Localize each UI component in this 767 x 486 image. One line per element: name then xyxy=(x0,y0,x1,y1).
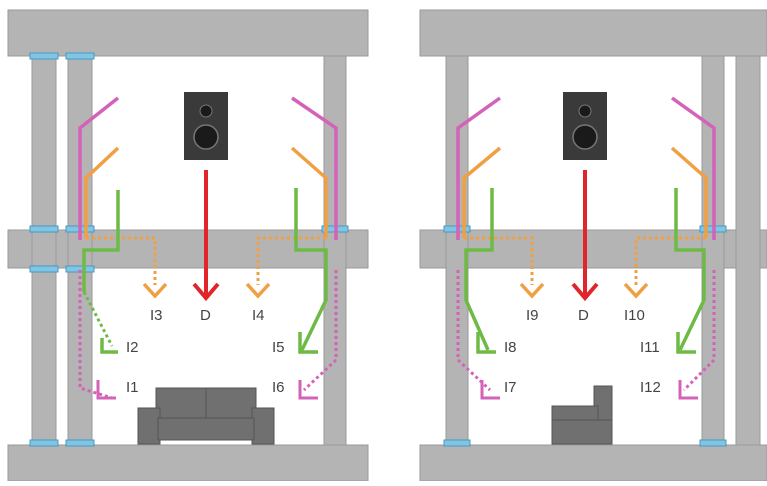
right-top-slab xyxy=(419,9,767,57)
flank-orange-right-lower xyxy=(256,236,326,285)
label-I11: I11 xyxy=(640,339,660,356)
flank-green-left-head xyxy=(476,332,496,354)
label-I6: I6 xyxy=(272,379,285,396)
left-bottom-slab xyxy=(7,444,369,482)
flank-green-right-path xyxy=(294,188,328,351)
label-I2: I2 xyxy=(126,339,139,356)
label-I12: I12 xyxy=(640,379,661,396)
armchair-icon xyxy=(551,385,613,445)
flank-pink-left-head xyxy=(96,380,116,400)
left-top-slab xyxy=(7,9,369,57)
label-I10: I10 xyxy=(624,307,645,324)
flank-pink-left-upper xyxy=(78,96,120,240)
joint xyxy=(65,439,95,447)
flank-pink-right-upper xyxy=(291,96,338,240)
label-I9: I9 xyxy=(526,307,539,324)
joint xyxy=(443,439,471,447)
flank-green-left-path xyxy=(464,188,494,351)
flank-green-right-path xyxy=(674,188,706,351)
right-outer-wall xyxy=(735,55,761,446)
loudspeaker-icon xyxy=(184,92,228,160)
flank-orange-right-head xyxy=(245,282,271,299)
label-D: D xyxy=(200,307,211,324)
flank-orange-right-upper xyxy=(290,146,328,238)
flank-pink-left-upper xyxy=(456,96,502,240)
joint xyxy=(699,439,727,447)
flank-orange-left-upper xyxy=(84,146,120,238)
label-I5: I5 xyxy=(272,339,285,356)
flank-pink-right-upper xyxy=(670,96,716,240)
right-panel: I7 I8 I9 D I10 I11 I12 xyxy=(419,9,767,482)
left-joints xyxy=(29,52,349,447)
joint xyxy=(65,52,95,60)
flank-orange-left-lower xyxy=(86,236,157,285)
label-I1: I1 xyxy=(126,379,139,396)
flank-pink-right-lower xyxy=(682,270,716,392)
flank-green-right-head xyxy=(298,332,318,354)
flank-orange-left-head xyxy=(142,282,168,299)
flank-green-left-lower xyxy=(82,291,114,347)
loudspeaker-icon xyxy=(563,92,607,160)
label-I4: I4 xyxy=(252,307,265,324)
left-building-structure xyxy=(7,9,369,482)
flank-pink-left-lower xyxy=(78,270,113,400)
flank-pink-right-head xyxy=(298,380,318,400)
sofa-icon xyxy=(137,387,275,445)
label-I3: I3 xyxy=(150,307,163,324)
flank-green-left-upper xyxy=(82,190,120,292)
flank-green-right-head xyxy=(676,332,696,354)
joint xyxy=(29,265,59,273)
left-outer-wall xyxy=(31,55,57,446)
label-D: D xyxy=(578,307,589,324)
flank-pink-right-lower xyxy=(302,270,338,392)
flank-pink-left-head xyxy=(480,380,500,400)
joint xyxy=(29,225,59,233)
flank-orange-left-upper xyxy=(462,146,502,238)
right-bottom-slab xyxy=(419,444,767,482)
left-panel: I1 I2 I3 D I4 I5 I6 xyxy=(7,9,369,482)
label-I7: I7 xyxy=(504,379,517,396)
joint xyxy=(29,52,59,60)
flank-orange-right-upper xyxy=(670,146,708,238)
joint xyxy=(29,439,59,447)
flank-orange-right-head xyxy=(623,282,649,299)
flank-green-left-head xyxy=(100,338,118,354)
flank-orange-left-lower xyxy=(464,236,534,285)
direct-path-arrowhead xyxy=(192,282,220,302)
flank-pink-right-head xyxy=(678,380,698,400)
flank-pink-left-lower xyxy=(456,270,492,392)
flank-orange-left-head xyxy=(519,282,545,299)
direct-path-arrowhead xyxy=(571,282,599,302)
label-I8: I8 xyxy=(504,339,517,356)
